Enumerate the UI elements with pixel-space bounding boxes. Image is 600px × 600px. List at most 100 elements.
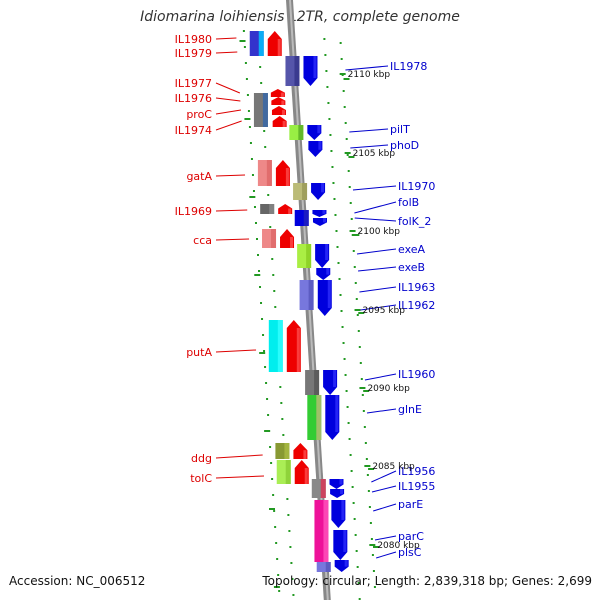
tick-dot bbox=[245, 78, 248, 80]
forward-gene-label[interactable]: IL1962 bbox=[398, 299, 435, 312]
tick-dot bbox=[253, 206, 256, 208]
forward-gene[interactable] bbox=[285, 56, 300, 86]
forward-gene-label[interactable]: parE bbox=[398, 498, 423, 511]
tick-dash bbox=[363, 390, 370, 392]
reverse-gene-label[interactable]: IL1980 bbox=[175, 33, 212, 46]
reverse-gene[interactable] bbox=[272, 116, 287, 127]
tick-dot bbox=[373, 586, 376, 588]
reverse-gene[interactable] bbox=[270, 89, 285, 97]
reverse-gene[interactable] bbox=[267, 31, 282, 56]
scale-label: 2100 kbp bbox=[358, 227, 401, 237]
forward-gene[interactable] bbox=[303, 56, 318, 86]
reverse-gene-label[interactable]: putA bbox=[186, 346, 212, 359]
reverse-gene[interactable] bbox=[271, 106, 286, 115]
forward-gene-label[interactable]: IL1978 bbox=[390, 60, 427, 73]
forward-gene[interactable] bbox=[299, 280, 314, 310]
forward-gene[interactable] bbox=[316, 562, 331, 572]
reverse-gene[interactable] bbox=[253, 93, 268, 127]
reverse-gene[interactable] bbox=[268, 320, 283, 372]
reverse-gene[interactable] bbox=[249, 31, 264, 56]
forward-gene[interactable] bbox=[294, 210, 309, 226]
tick-dot bbox=[352, 502, 355, 504]
reverse-gene-label[interactable]: IL1979 bbox=[175, 47, 212, 60]
forward-gene-label[interactable]: IL1960 bbox=[398, 368, 435, 381]
tick-dot bbox=[272, 274, 275, 276]
forward-gene[interactable] bbox=[330, 489, 345, 498]
tick-dot bbox=[329, 134, 332, 136]
reverse-gene-label[interactable]: tolC bbox=[190, 472, 212, 485]
reverse-gene[interactable] bbox=[275, 160, 290, 186]
tick-dot bbox=[323, 38, 326, 40]
forward-gene[interactable] bbox=[305, 370, 320, 395]
gene-shade bbox=[277, 320, 283, 372]
tick-dash bbox=[269, 508, 276, 510]
reverse-gene[interactable] bbox=[286, 320, 301, 372]
reverse-gene-label[interactable]: IL1974 bbox=[175, 124, 212, 137]
forward-gene-label[interactable]: folK_2 bbox=[398, 215, 431, 228]
reverse-gene-label[interactable]: IL1969 bbox=[175, 205, 212, 218]
forward-gene[interactable] bbox=[316, 268, 331, 280]
reverse-gene[interactable] bbox=[293, 443, 308, 459]
forward-gene-label[interactable]: parC bbox=[398, 530, 424, 543]
forward-gene-label[interactable]: plsC bbox=[398, 546, 422, 559]
reverse-gene-label[interactable]: IL1976 bbox=[175, 92, 212, 105]
forward-gene-label[interactable]: exeB bbox=[398, 261, 425, 274]
tick-dot bbox=[289, 546, 292, 548]
forward-gene-label[interactable]: exeA bbox=[398, 243, 426, 256]
forward-gene[interactable] bbox=[334, 560, 349, 572]
reverse-gene-label[interactable]: ddg bbox=[191, 452, 212, 465]
forward-gene-label[interactable]: pilT bbox=[390, 123, 410, 136]
tick-dot bbox=[291, 578, 294, 580]
gene-shade bbox=[266, 160, 272, 186]
gene-shade bbox=[306, 244, 312, 268]
reverse-gene[interactable] bbox=[271, 97, 286, 105]
forward-gene[interactable] bbox=[312, 210, 327, 217]
forward-gene[interactable] bbox=[297, 244, 312, 268]
forward-gene-label[interactable]: IL1955 bbox=[398, 480, 435, 493]
reverse-gene[interactable] bbox=[276, 460, 291, 484]
forward-gene-label[interactable]: glnE bbox=[398, 403, 422, 416]
forward-gene[interactable] bbox=[312, 218, 327, 226]
reverse-gene-label[interactable]: cca bbox=[193, 234, 212, 247]
gene-shade bbox=[320, 479, 326, 498]
forward-gene[interactable] bbox=[307, 125, 322, 140]
reverse-gene[interactable] bbox=[260, 204, 275, 214]
forward-gene[interactable] bbox=[311, 183, 326, 200]
reverse-gene-label[interactable]: IL1977 bbox=[175, 77, 212, 90]
tick-dot bbox=[340, 58, 343, 60]
forward-gene[interactable] bbox=[307, 395, 322, 440]
forward-gene[interactable] bbox=[308, 141, 323, 157]
forward-gene[interactable] bbox=[323, 370, 338, 395]
forward-gene[interactable] bbox=[331, 500, 346, 528]
forward-gene[interactable] bbox=[289, 125, 304, 140]
tick-dot bbox=[273, 290, 276, 292]
forward-gene-label[interactable]: phoD bbox=[390, 139, 419, 152]
forward-gene[interactable] bbox=[329, 479, 344, 489]
forward-gene-label[interactable]: IL1970 bbox=[398, 180, 435, 193]
reverse-gene[interactable] bbox=[278, 204, 293, 214]
label-connector bbox=[376, 551, 397, 559]
label-connector bbox=[215, 109, 242, 115]
reverse-gene-label[interactable]: gatA bbox=[186, 170, 212, 183]
tick-dot bbox=[347, 422, 350, 424]
reverse-gene[interactable] bbox=[257, 160, 272, 186]
reverse-gene[interactable] bbox=[280, 229, 295, 248]
label-connector bbox=[215, 51, 238, 54]
reverse-gene[interactable] bbox=[275, 443, 290, 459]
forward-gene-label[interactable]: IL1963 bbox=[398, 281, 435, 294]
forward-gene[interactable] bbox=[311, 479, 326, 498]
reverse-gene[interactable] bbox=[262, 229, 277, 248]
forward-gene[interactable] bbox=[314, 500, 329, 562]
forward-gene[interactable] bbox=[317, 280, 332, 316]
forward-gene-label[interactable]: IL1956 bbox=[398, 465, 435, 478]
forward-gene[interactable] bbox=[325, 395, 340, 440]
forward-gene-label[interactable]: folB bbox=[398, 196, 419, 209]
forward-gene[interactable] bbox=[315, 244, 330, 268]
reverse-gene[interactable] bbox=[294, 460, 309, 484]
tick-dot bbox=[343, 106, 346, 108]
reverse-gene-label[interactable]: proC bbox=[186, 108, 212, 121]
label-connector bbox=[356, 248, 397, 255]
tick-dot bbox=[349, 454, 352, 456]
forward-gene[interactable] bbox=[333, 530, 348, 560]
forward-gene[interactable] bbox=[293, 183, 308, 200]
